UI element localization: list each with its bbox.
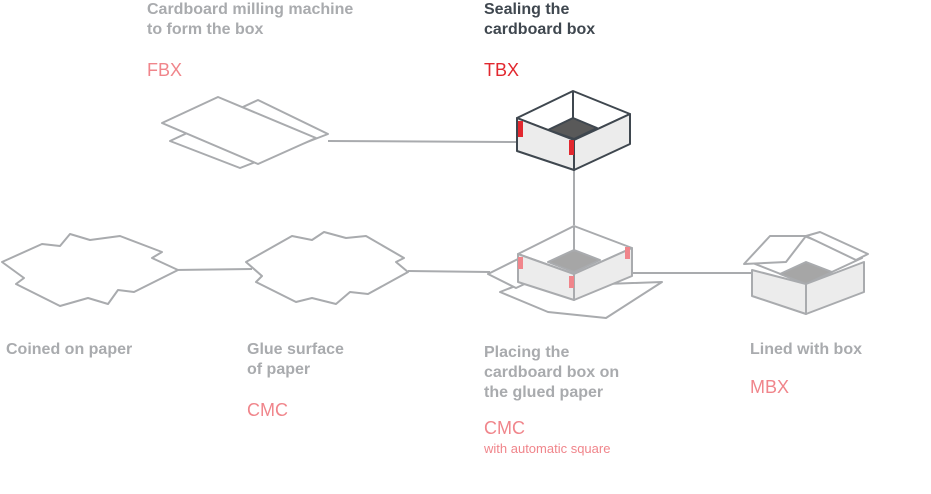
fbx-label-line: to form the box [147,21,264,38]
connectors [173,140,752,274]
box-on-paper-icon [487,225,663,319]
fbx-label-line: Cardboard milling machine [147,1,354,18]
coined-step-label: Coined on paper [6,340,132,360]
fbx-step-label: Cardboard milling machine to form the bo… [147,0,353,40]
glued-paper-icon [245,231,409,305]
lined-box-icon [743,231,869,315]
glue-step-label: Glue surface of paper [247,340,344,380]
tbx-label-line: Sealing the [484,1,570,18]
place-note: with automatic square [484,441,611,456]
mbx-step-label: Lined with box [750,340,862,360]
tbx-code: TBX [484,60,520,80]
place-label-line: the glued paper [484,384,604,401]
glue-code: CMC [247,400,288,420]
connector-glue-place [407,270,491,273]
place-label-line: cardboard box on [484,364,620,381]
coined-label-line: Coined on paper [6,341,133,358]
connector-fbx-tbx [327,140,518,143]
tbx-step-label: Sealing the cardboard box [484,0,595,40]
glue-label-line: Glue surface [247,341,344,358]
sealed-box-icon [516,90,631,171]
place-label-line: Placing the [484,344,570,361]
mbx-label-line: Lined with box [750,341,862,358]
place-step-label: Placing the cardboard box on the glued p… [484,343,619,403]
fbx-code: FBX [147,60,183,80]
flat-blank-icon [161,96,329,169]
glue-label-line: of paper [247,361,311,378]
connector-coined-glue [173,268,253,271]
place-code: CMC [484,418,525,438]
tbx-label-line: cardboard box [484,21,596,38]
coined-paper-icon [1,233,179,307]
mbx-code: MBX [750,377,790,397]
